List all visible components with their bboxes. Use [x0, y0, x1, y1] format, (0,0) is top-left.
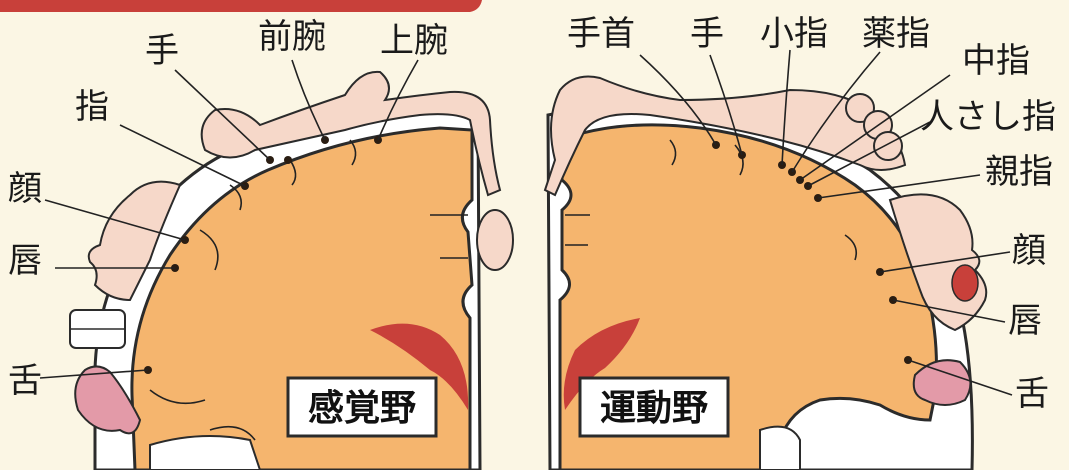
label-index-finger: 人さし指: [920, 97, 1056, 137]
motor-mouth: [952, 265, 978, 301]
label-lips: 唇: [8, 241, 42, 281]
label-lips: 唇: [1008, 301, 1042, 341]
header-banner: [0, 0, 482, 12]
label-ring-finger: 薬指: [862, 14, 930, 54]
label-wrist: 手首: [567, 14, 635, 54]
sensory-foot: [477, 210, 513, 270]
label-tongue: 舌: [8, 361, 42, 401]
motor-title: 運動野: [600, 388, 708, 429]
label-tongue: 舌: [1015, 374, 1049, 414]
label-hand: 手: [145, 31, 179, 71]
motor-panel: 手首 手 小指 薬指 中指 人さし指 親指 顔 唇 舌 運動野: [545, 14, 1056, 470]
label-upper-arm: 上腕: [380, 21, 448, 61]
sensory-panel: 手 前腕 上腕 指 顔 唇 舌 感覚野: [8, 17, 513, 470]
label-hand: 手: [690, 14, 724, 54]
motor-finger: [874, 132, 902, 160]
motor-brainstem: [760, 427, 800, 470]
sensory-title: 感覚野: [308, 388, 416, 429]
sensory-dot: [284, 156, 292, 164]
label-finger: 指: [75, 87, 109, 127]
label-middle-finger: 中指: [962, 41, 1030, 81]
label-forearm: 前腕: [258, 17, 326, 57]
label-face: 顔: [1012, 231, 1046, 271]
brainstem: [150, 436, 260, 470]
label-thumb: 親指: [985, 152, 1053, 192]
label-face: 顔: [8, 169, 42, 209]
label-little-finger: 小指: [760, 14, 828, 54]
